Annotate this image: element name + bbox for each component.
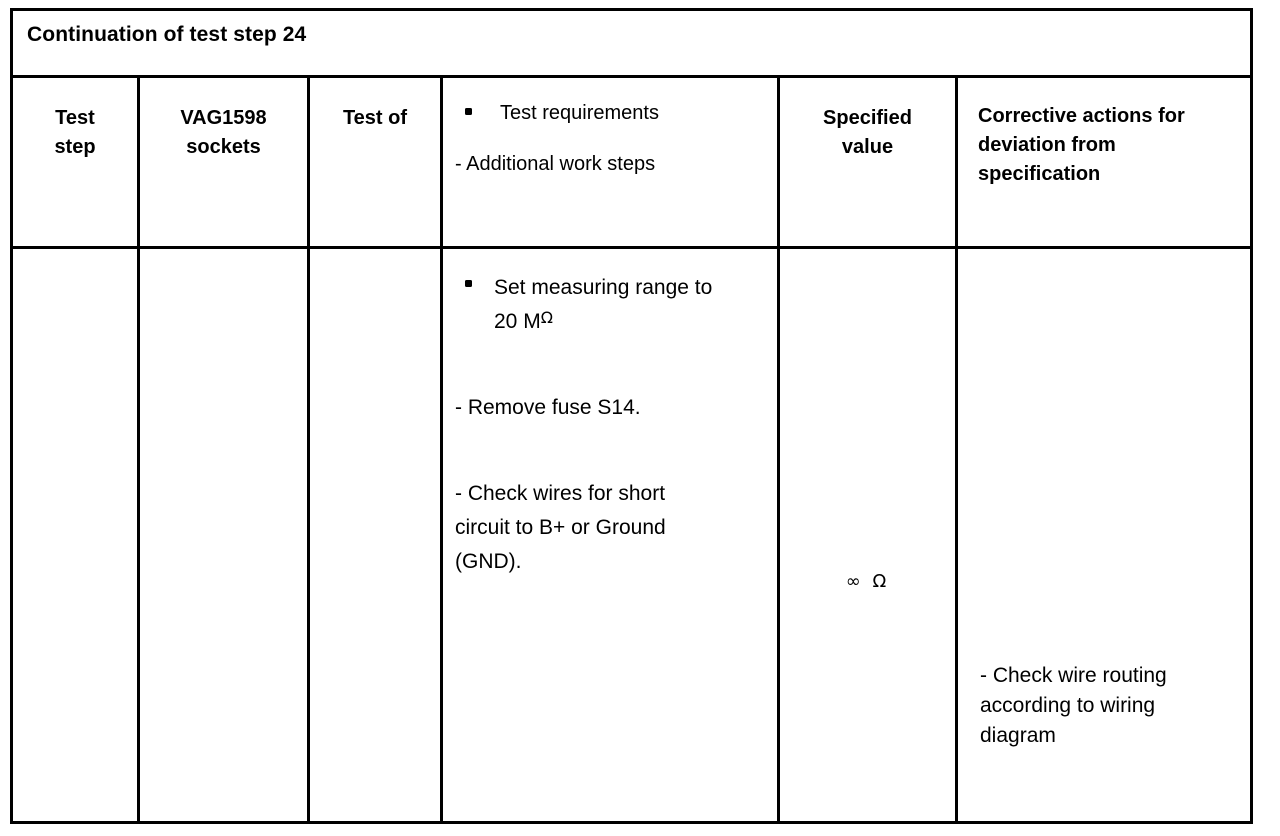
column-header-test-of: Test of <box>307 75 443 249</box>
requirement-remove-fuse: - Remove fuse S14. <box>455 396 641 420</box>
column-header-vag1598-sockets: VAG1598 sockets <box>137 75 310 249</box>
table-title-cell: Continuation of test step 24 <box>9 8 1254 78</box>
column-header-test-step: Test step <box>10 75 140 249</box>
column-header-vag1598-line1: VAG1598 <box>180 107 267 129</box>
column-header-vag1598-line2: sockets <box>186 136 261 158</box>
column-header-corrective-line3: specification <box>978 163 1101 185</box>
column-header-requirements: Test requirements - Additional work step… <box>440 75 780 249</box>
requirement-check-wires-line3: (GND). <box>455 550 522 574</box>
requirement-measuring-range-value: 20 M <box>494 310 541 334</box>
column-header-test-step-line1: Test <box>55 107 95 129</box>
column-header-specified-value-line1: Specified <box>823 107 912 129</box>
bullet-square-icon <box>465 108 472 115</box>
cell-corrective-actions: - Check wire routing according to wiring… <box>954 246 1254 824</box>
bullet-square-icon <box>465 280 472 287</box>
requirement-bullet-item: Set measuring range to 20 MΩ <box>465 271 769 339</box>
test-step-table: Continuation of test step 24 Test step V… <box>9 8 1254 824</box>
requirement-check-wires-line2: circuit to B+ or Ground <box>455 516 666 540</box>
requirement-check-wires-line1: - Check wires for short <box>455 482 666 506</box>
column-header-test-of-label: Test of <box>342 107 408 129</box>
requirement-check-wires: - Check wires for short circuit to B+ or… <box>455 477 769 579</box>
column-header-specified-value-line2: value <box>841 136 894 158</box>
column-header-test-step-line2: step <box>54 136 96 158</box>
spacer <box>451 425 769 477</box>
cell-test-requirements: Set measuring range to 20 MΩ - Remove fu… <box>440 246 780 824</box>
cell-vag1598-sockets <box>137 246 310 824</box>
corrective-action-line3: diagram <box>980 723 1056 747</box>
corrective-action-item: - Check wire routing according to wiring… <box>980 661 1236 750</box>
column-header-test-requirements: Test requirements <box>500 102 659 124</box>
requirement-set-measuring-range-line1: Set measuring range to <box>494 276 713 299</box>
column-header-additional-work-steps: - Additional work steps <box>455 153 656 175</box>
cell-specified-value: ∞ Ω <box>777 246 958 824</box>
column-header-specified-value: Specified value <box>777 75 958 249</box>
corrective-action-line1: - Check wire routing <box>980 664 1167 687</box>
page-title: Continuation of test step 24 <box>27 23 307 46</box>
column-header-corrective-actions: Corrective actions for deviation from sp… <box>954 75 1254 249</box>
table-title-row: Continuation of test step 24 <box>9 8 1254 78</box>
cell-test-of <box>307 246 443 824</box>
ohm-symbol-icon: Ω <box>540 308 553 328</box>
column-header-corrective-line2: deviation from <box>978 134 1116 156</box>
requirements-header-bullet-line: Test requirements <box>465 102 769 125</box>
cell-test-step <box>10 246 140 824</box>
table-header-row: Test step VAG1598 sockets Test of <box>10 75 1254 249</box>
table-row: Set measuring range to 20 MΩ - Remove fu… <box>10 246 1254 824</box>
spacer <box>451 339 769 391</box>
specified-value-reading: ∞ Ω <box>845 571 890 592</box>
corrective-action-line2: according to wiring <box>980 693 1156 717</box>
column-header-corrective-line1: Corrective actions for <box>978 105 1185 127</box>
